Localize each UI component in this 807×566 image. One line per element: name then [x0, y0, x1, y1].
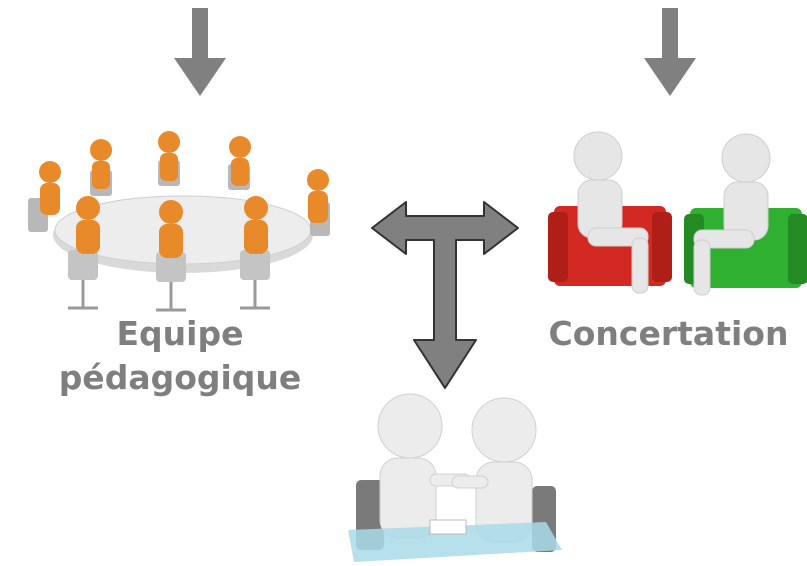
handshake-illustration	[340, 390, 570, 566]
down-arrow-left	[170, 8, 230, 98]
connector-arrows	[370, 200, 520, 390]
down-arrow-right	[640, 8, 700, 98]
concertation-illustration	[548, 128, 807, 303]
concertation-label: Concertation	[530, 312, 807, 356]
team-label-line1: Equipe	[116, 314, 244, 353]
team-meeting-illustration	[8, 130, 348, 320]
team-label-line2: pédagogique	[58, 358, 302, 397]
team-label: Equipe pédagogique	[30, 312, 330, 400]
concertation-label-text: Concertation	[548, 314, 789, 353]
